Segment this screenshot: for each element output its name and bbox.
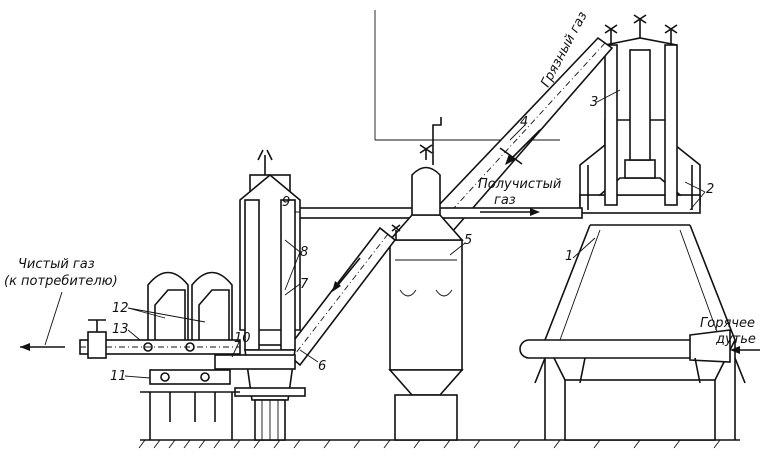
number-5: 5 — [464, 233, 472, 248]
number-2: 2 — [706, 182, 714, 197]
label-semi-clean-gas-1: Получистый — [478, 177, 561, 192]
clean-gas-pipe — [79, 319, 241, 359]
scrubber-and-venturi — [234, 149, 306, 441]
electrostatic-filters — [147, 271, 233, 346]
blast-furnace — [519, 14, 746, 441]
number-11: 11 — [110, 369, 127, 384]
flow-arrows — [20, 129, 760, 354]
label-clean-gas-1: Чистый газ — [18, 257, 95, 272]
number-8: 8 — [300, 245, 308, 260]
number-4: 4 — [520, 115, 528, 130]
label-semi-clean-gas-2: газ — [494, 193, 516, 208]
number-1: 1 — [565, 249, 573, 264]
dust-catcher — [388, 117, 464, 441]
number-7: 7 — [300, 277, 309, 292]
number-10: 10 — [234, 331, 251, 346]
pipe-to-scrubber — [283, 226, 397, 367]
number-9: 9 — [282, 195, 290, 210]
number-13: 13 — [112, 322, 129, 337]
number-6: 6 — [318, 359, 326, 374]
ground-line — [138, 439, 740, 449]
label-hot-blast-2: дутье — [715, 332, 756, 347]
clean-gas-collector — [140, 354, 296, 440]
leader-lines — [124, 89, 706, 379]
number-3: 3 — [590, 95, 598, 110]
label-hot-blast-1: Горячее — [700, 316, 755, 331]
number-12: 12 — [112, 301, 129, 316]
label-clean-gas-2: (к потребителю) — [4, 274, 118, 289]
